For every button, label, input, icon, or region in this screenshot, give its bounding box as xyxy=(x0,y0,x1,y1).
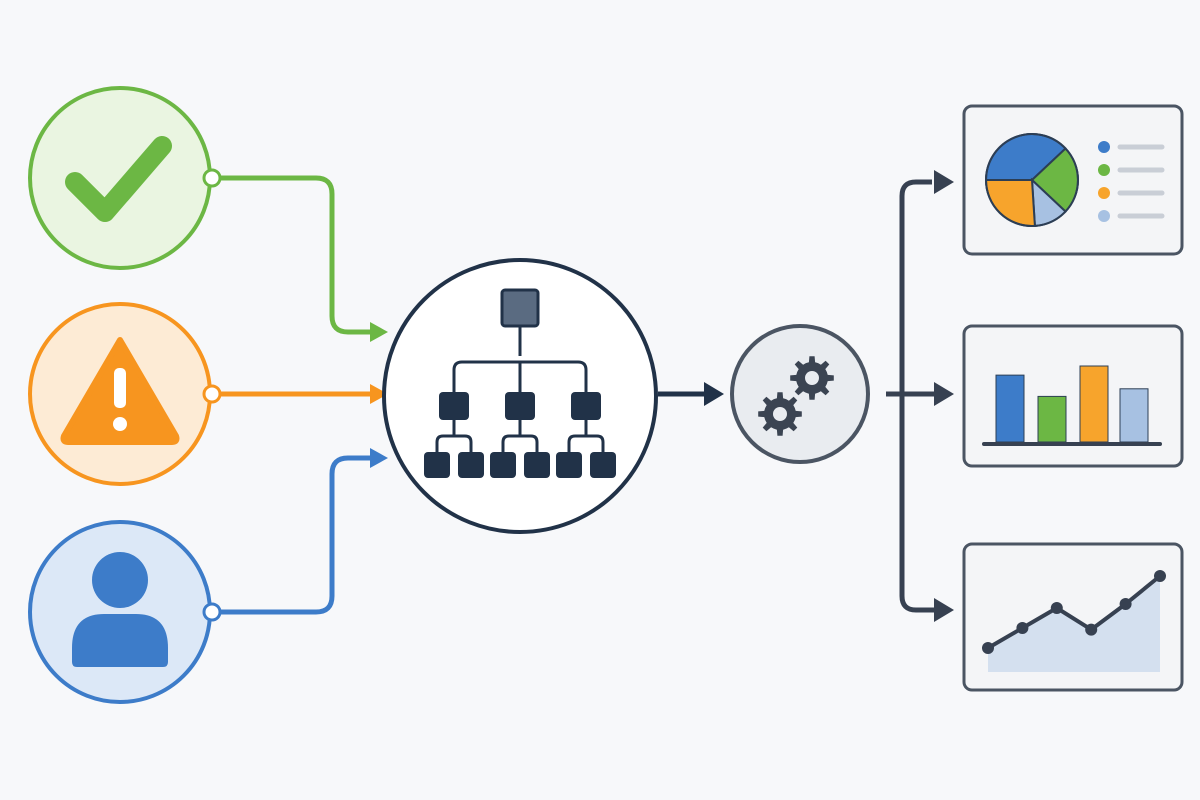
bar-chart-icon xyxy=(995,365,1149,443)
user-connector xyxy=(212,455,372,615)
legend-dot-1 xyxy=(1098,141,1110,153)
gear-hole-1 xyxy=(805,371,819,385)
warning-port xyxy=(202,384,222,404)
input-connectors xyxy=(212,175,388,615)
hierarchy-icon xyxy=(424,288,616,478)
user-icon xyxy=(72,552,168,667)
legend-dot-4 xyxy=(1098,210,1110,222)
processor-node xyxy=(730,324,870,464)
user-arrowhead xyxy=(370,448,388,468)
pie-chart-icon xyxy=(984,133,1079,227)
gear-hole-2 xyxy=(773,407,787,421)
line-chart-icon xyxy=(982,570,1166,672)
pie-report-arrowhead xyxy=(934,170,954,194)
hub-node xyxy=(382,258,658,534)
warning-node xyxy=(28,302,222,486)
bar-2 xyxy=(1037,395,1067,443)
bar-report-panel xyxy=(962,324,1184,468)
line-point-6 xyxy=(1154,570,1166,582)
warning-triangle-icon xyxy=(60,337,180,445)
pie-report-panel xyxy=(962,104,1184,256)
success-connector xyxy=(212,175,372,335)
line-report-panel xyxy=(962,542,1184,692)
user-node xyxy=(28,520,222,704)
pie-outline xyxy=(985,133,1079,227)
success-port xyxy=(202,168,222,188)
success-arrowhead xyxy=(370,322,388,342)
bar-3 xyxy=(1079,365,1109,443)
line-point-4 xyxy=(1085,623,1098,636)
line-area xyxy=(988,576,1160,672)
pie-legend xyxy=(1098,141,1165,222)
checkmark-icon xyxy=(65,136,172,222)
legend-dot-3 xyxy=(1098,187,1110,199)
user-port xyxy=(202,602,222,622)
warning-arrowhead xyxy=(370,384,388,404)
line-report-arrowhead xyxy=(934,598,954,622)
bar-1 xyxy=(995,374,1025,443)
bar-report-arrowhead xyxy=(934,382,954,406)
bar-4 xyxy=(1119,388,1149,443)
hub-to-processor-connector xyxy=(658,382,724,406)
legend-dot-2 xyxy=(1098,164,1110,176)
line-point-3 xyxy=(1050,602,1063,614)
line-series xyxy=(986,574,1162,650)
line-point-1 xyxy=(982,642,994,654)
line-point-2 xyxy=(1016,622,1029,634)
line-point-5 xyxy=(1119,598,1132,610)
output-connectors xyxy=(886,170,954,622)
success-node xyxy=(28,86,222,270)
gears-icon xyxy=(758,356,834,436)
